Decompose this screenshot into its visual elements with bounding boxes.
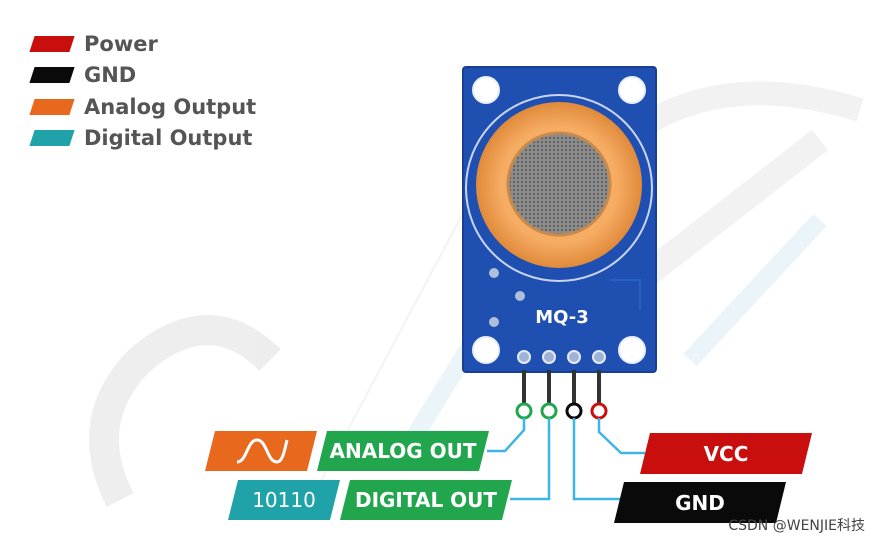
wire-vcc <box>597 418 645 455</box>
gnd-label: GND <box>675 490 725 515</box>
analog-wave-icon <box>205 431 317 471</box>
wire-digital <box>510 418 551 501</box>
smd-pad <box>489 268 499 278</box>
source-watermark: CSDN @WENJIE科技 <box>728 518 865 534</box>
pin-ring-analog <box>515 402 533 420</box>
header-pad-analog <box>517 350 531 364</box>
legend-item-digital: Digital Output <box>28 124 252 152</box>
vcc-label: VCC <box>703 441 749 466</box>
pin-ring-digital <box>540 402 558 420</box>
digital-binary-icon: 10110 <box>228 480 340 520</box>
wire-analog <box>487 418 526 453</box>
vcc-tag: VCC <box>640 433 812 474</box>
wire-gnd <box>572 418 620 501</box>
smd-pad <box>489 317 499 327</box>
gnd-tag: GND <box>614 482 786 523</box>
legend-label-analog: Analog Output <box>84 95 257 119</box>
header-pad-gnd <box>567 350 581 364</box>
legend-item-analog: Analog Output <box>28 93 256 121</box>
analog-out-label: ANALOG OUT <box>329 439 477 463</box>
mounting-hole-top-right <box>618 76 646 104</box>
mounting-hole-bottom-left <box>472 336 500 364</box>
legend-label-power: Power <box>84 32 158 56</box>
smd-pad <box>515 291 525 301</box>
header-pad-digital <box>542 350 556 364</box>
digital-out-tag: DIGITAL OUT <box>340 480 512 520</box>
gas-sensor-mesh <box>506 131 612 237</box>
digital-out-label: DIGITAL OUT <box>354 488 498 512</box>
digital-icon-text: 10110 <box>252 488 316 512</box>
pin-ring-vcc <box>590 402 608 420</box>
pin-ring-gnd <box>565 402 583 420</box>
mounting-hole-top-left <box>472 76 500 104</box>
board-model-label: MQ-3 <box>535 307 589 328</box>
legend-label-gnd: GND <box>84 63 137 87</box>
mounting-hole-bottom-right <box>618 336 646 364</box>
header-pad-vcc <box>592 350 606 364</box>
analog-out-tag: ANALOG OUT <box>317 431 489 471</box>
legend-item-power: Power <box>28 30 158 58</box>
legend-item-gnd: GND <box>28 61 136 89</box>
legend-label-digital: Digital Output <box>84 126 253 150</box>
